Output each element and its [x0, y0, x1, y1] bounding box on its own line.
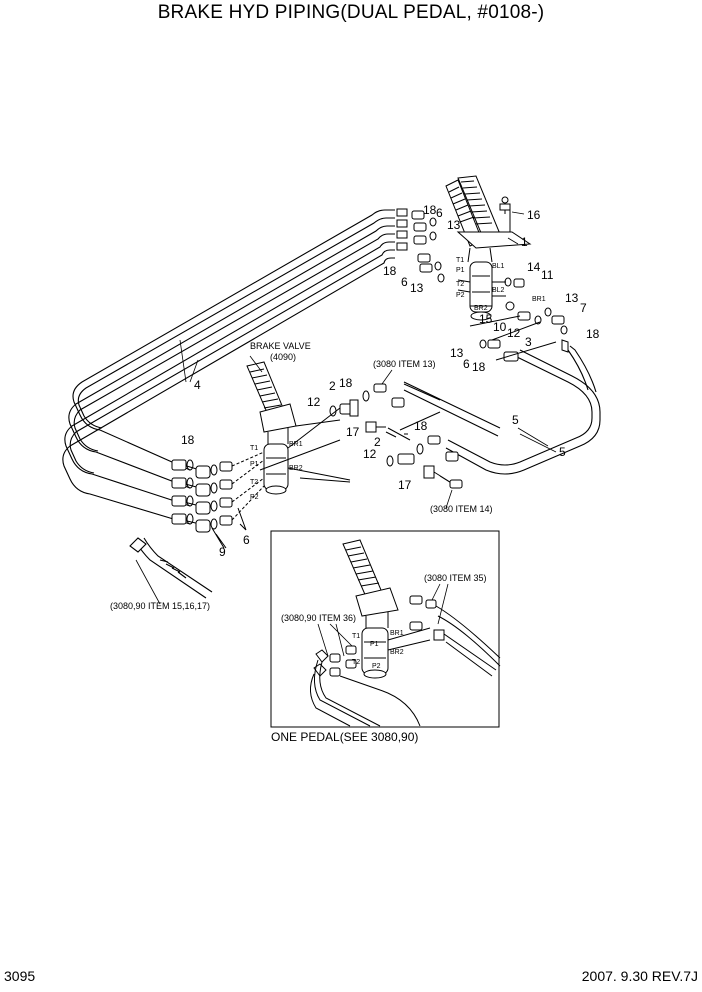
callout-5: 5 — [512, 413, 519, 427]
port-t1-inset: T1 — [352, 633, 360, 640]
item36-ref: (3080,90 ITEM 36) — [281, 613, 356, 623]
brake-pipe-bundle — [62, 209, 395, 525]
port-t1-center: T1 — [250, 445, 258, 452]
one-pedal-inset — [310, 539, 501, 727]
port-t1-right: T1 — [456, 257, 464, 264]
callout-4: 4 — [194, 378, 201, 392]
port-br1-inset: BR1 — [390, 630, 404, 637]
callout-5b: 5 — [559, 445, 566, 459]
callout-18: 18 — [423, 203, 437, 217]
callout-2: 2 — [329, 379, 336, 393]
callout-9: 9 — [219, 545, 226, 559]
port-br2-inset: BR2 — [390, 649, 404, 656]
item14-ref: (3080 ITEM 14) — [430, 504, 493, 514]
callout-3: 3 — [525, 335, 532, 349]
left-fittings-block — [171, 451, 265, 549]
brake-valve-center — [246, 361, 351, 495]
callout-6c: 6 — [463, 357, 470, 371]
callout-18e: 18 — [339, 376, 353, 390]
brake-valve-ref: (4090) — [270, 352, 296, 362]
callout-labels: 18 6 13 16 1 18 6 13 14 11 13 7 15 10 12… — [181, 203, 600, 559]
callout-18f: 18 — [414, 419, 428, 433]
port-p2-inset: P2 — [372, 663, 381, 670]
leader-lines — [135, 211, 557, 657]
callout-13d: 13 — [450, 346, 464, 360]
port-t2-center: T2 — [250, 479, 258, 486]
callout-18d: 18 — [472, 360, 486, 374]
callout-11: 11 — [541, 268, 554, 282]
brake-valve-label: BRAKE VALVE — [250, 341, 311, 351]
callout-6d: 6 — [243, 533, 250, 547]
port-p2-center: P2 — [250, 494, 259, 501]
callout-2b: 2 — [374, 435, 381, 449]
port-bl2: BL2 — [492, 287, 505, 294]
callout-16: 16 — [527, 208, 541, 222]
callout-15: 15 — [479, 312, 493, 326]
one-pedal-caption: ONE PEDAL(SEE 3080,90) — [271, 730, 418, 744]
port-br2-right: BR2 — [474, 305, 488, 312]
port-t2-right: T2 — [456, 281, 464, 288]
port-p1-right: P1 — [456, 267, 465, 274]
callout-10: 10 — [493, 320, 507, 334]
port-t2-inset: T2 — [352, 659, 360, 666]
brake-pipe-5 — [403, 345, 601, 475]
one-pedal-inset-frame — [270, 530, 500, 728]
dual-pedal-valve — [445, 175, 532, 321]
callout-17b: 17 — [398, 478, 412, 492]
callout-7: 7 — [580, 301, 587, 315]
item35-ref: (3080 ITEM 35) — [424, 573, 487, 583]
callout-13: 13 — [447, 218, 461, 232]
port-br2-center: BR2 — [289, 465, 303, 472]
port-p1-center: P1 — [250, 461, 259, 468]
callout-13c: 13 — [565, 291, 579, 305]
port-p2-right: P2 — [456, 292, 465, 299]
callout-18g: 18 — [181, 433, 195, 447]
port-labels: T1 P1 T2 P2 BL1 BL2 BR1 BR2 T1 P1 T2 P2 … — [250, 257, 546, 670]
left-hose — [129, 537, 213, 599]
reference-labels: BRAKE VALVE (4090) (3080 ITEM 13) (3080 … — [110, 341, 493, 744]
page-title: BRAKE HYD PIPING(DUAL PEDAL, #0108-) — [157, 2, 545, 23]
page-number: 3095 — [4, 968, 36, 984]
callout-17: 17 — [346, 425, 360, 439]
port-br1-right: BR1 — [532, 296, 546, 303]
right-valve-fittings — [396, 208, 569, 362]
callout-12b: 12 — [307, 395, 321, 409]
callout-18b: 18 — [383, 264, 397, 278]
callout-6: 6 — [436, 206, 443, 220]
port-bl1: BL1 — [492, 263, 505, 270]
port-p1-inset: P1 — [370, 641, 379, 648]
callout-6b: 6 — [401, 275, 408, 289]
callout-18c: 18 — [586, 327, 600, 341]
item15-ref: (3080,90 ITEM 15,16,17) — [110, 601, 210, 611]
callout-14: 14 — [527, 260, 541, 274]
item13-ref: (3080 ITEM 13) — [373, 359, 436, 369]
revision-info: 2007. 9.30 REV.7J — [581, 968, 698, 984]
callout-12c: 12 — [363, 447, 377, 461]
callout-1: 1 — [521, 235, 528, 249]
callout-13b: 13 — [410, 281, 424, 295]
port-br1-center: BR1 — [289, 441, 303, 448]
callout-12: 12 — [507, 326, 521, 340]
center-tee-fittings — [259, 383, 463, 489]
